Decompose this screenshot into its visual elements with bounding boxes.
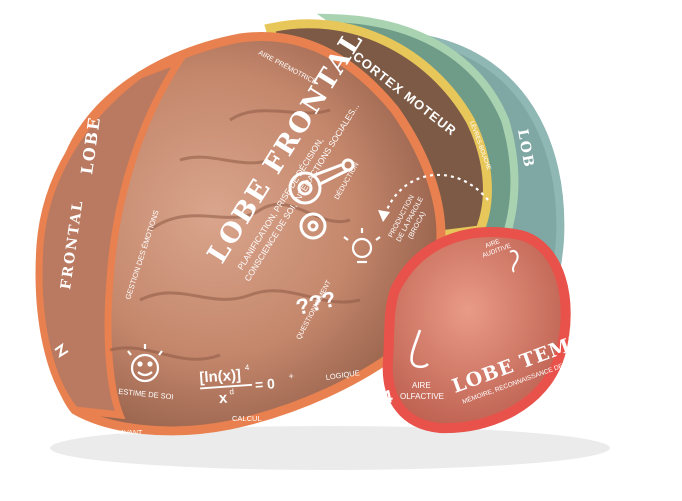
formula-plus: + bbox=[288, 371, 294, 381]
formula-top: [ln(x)] bbox=[199, 367, 242, 387]
left-frontal-strip bbox=[35, 52, 189, 420]
formula-exp: 4 bbox=[245, 363, 251, 372]
dotted-arrow-icon bbox=[383, 173, 489, 216]
formula-bottom: x bbox=[218, 390, 228, 408]
aire-olfactive-label-2: OLFACTIVE bbox=[400, 392, 444, 401]
avant-label: AVANT bbox=[120, 430, 143, 437]
calcul-label: CALCUL bbox=[232, 414, 262, 423]
lightning-icon bbox=[54, 342, 69, 359]
aire-auditive-label-1: AIRE bbox=[484, 238, 501, 250]
formula-equals: = 0 bbox=[254, 375, 275, 392]
arrow-left-icon: ← bbox=[104, 427, 113, 437]
nose-icon bbox=[410, 329, 429, 369]
formula-bottom-exp: d bbox=[229, 387, 234, 396]
aire-olfactive-label-1: AIRE bbox=[412, 381, 431, 390]
gears-icon bbox=[288, 158, 355, 240]
smiley-icon bbox=[127, 344, 163, 383]
right-lobe-title: LOB bbox=[514, 128, 537, 170]
arrow-head-icon bbox=[378, 210, 390, 222]
formula: [ln(x)] 4 x d = 0 + bbox=[199, 363, 294, 408]
temporal-lobe bbox=[382, 227, 571, 434]
ear-icon bbox=[509, 250, 519, 273]
ground-shadow bbox=[50, 426, 610, 470]
lightbulb-icon bbox=[343, 228, 381, 264]
